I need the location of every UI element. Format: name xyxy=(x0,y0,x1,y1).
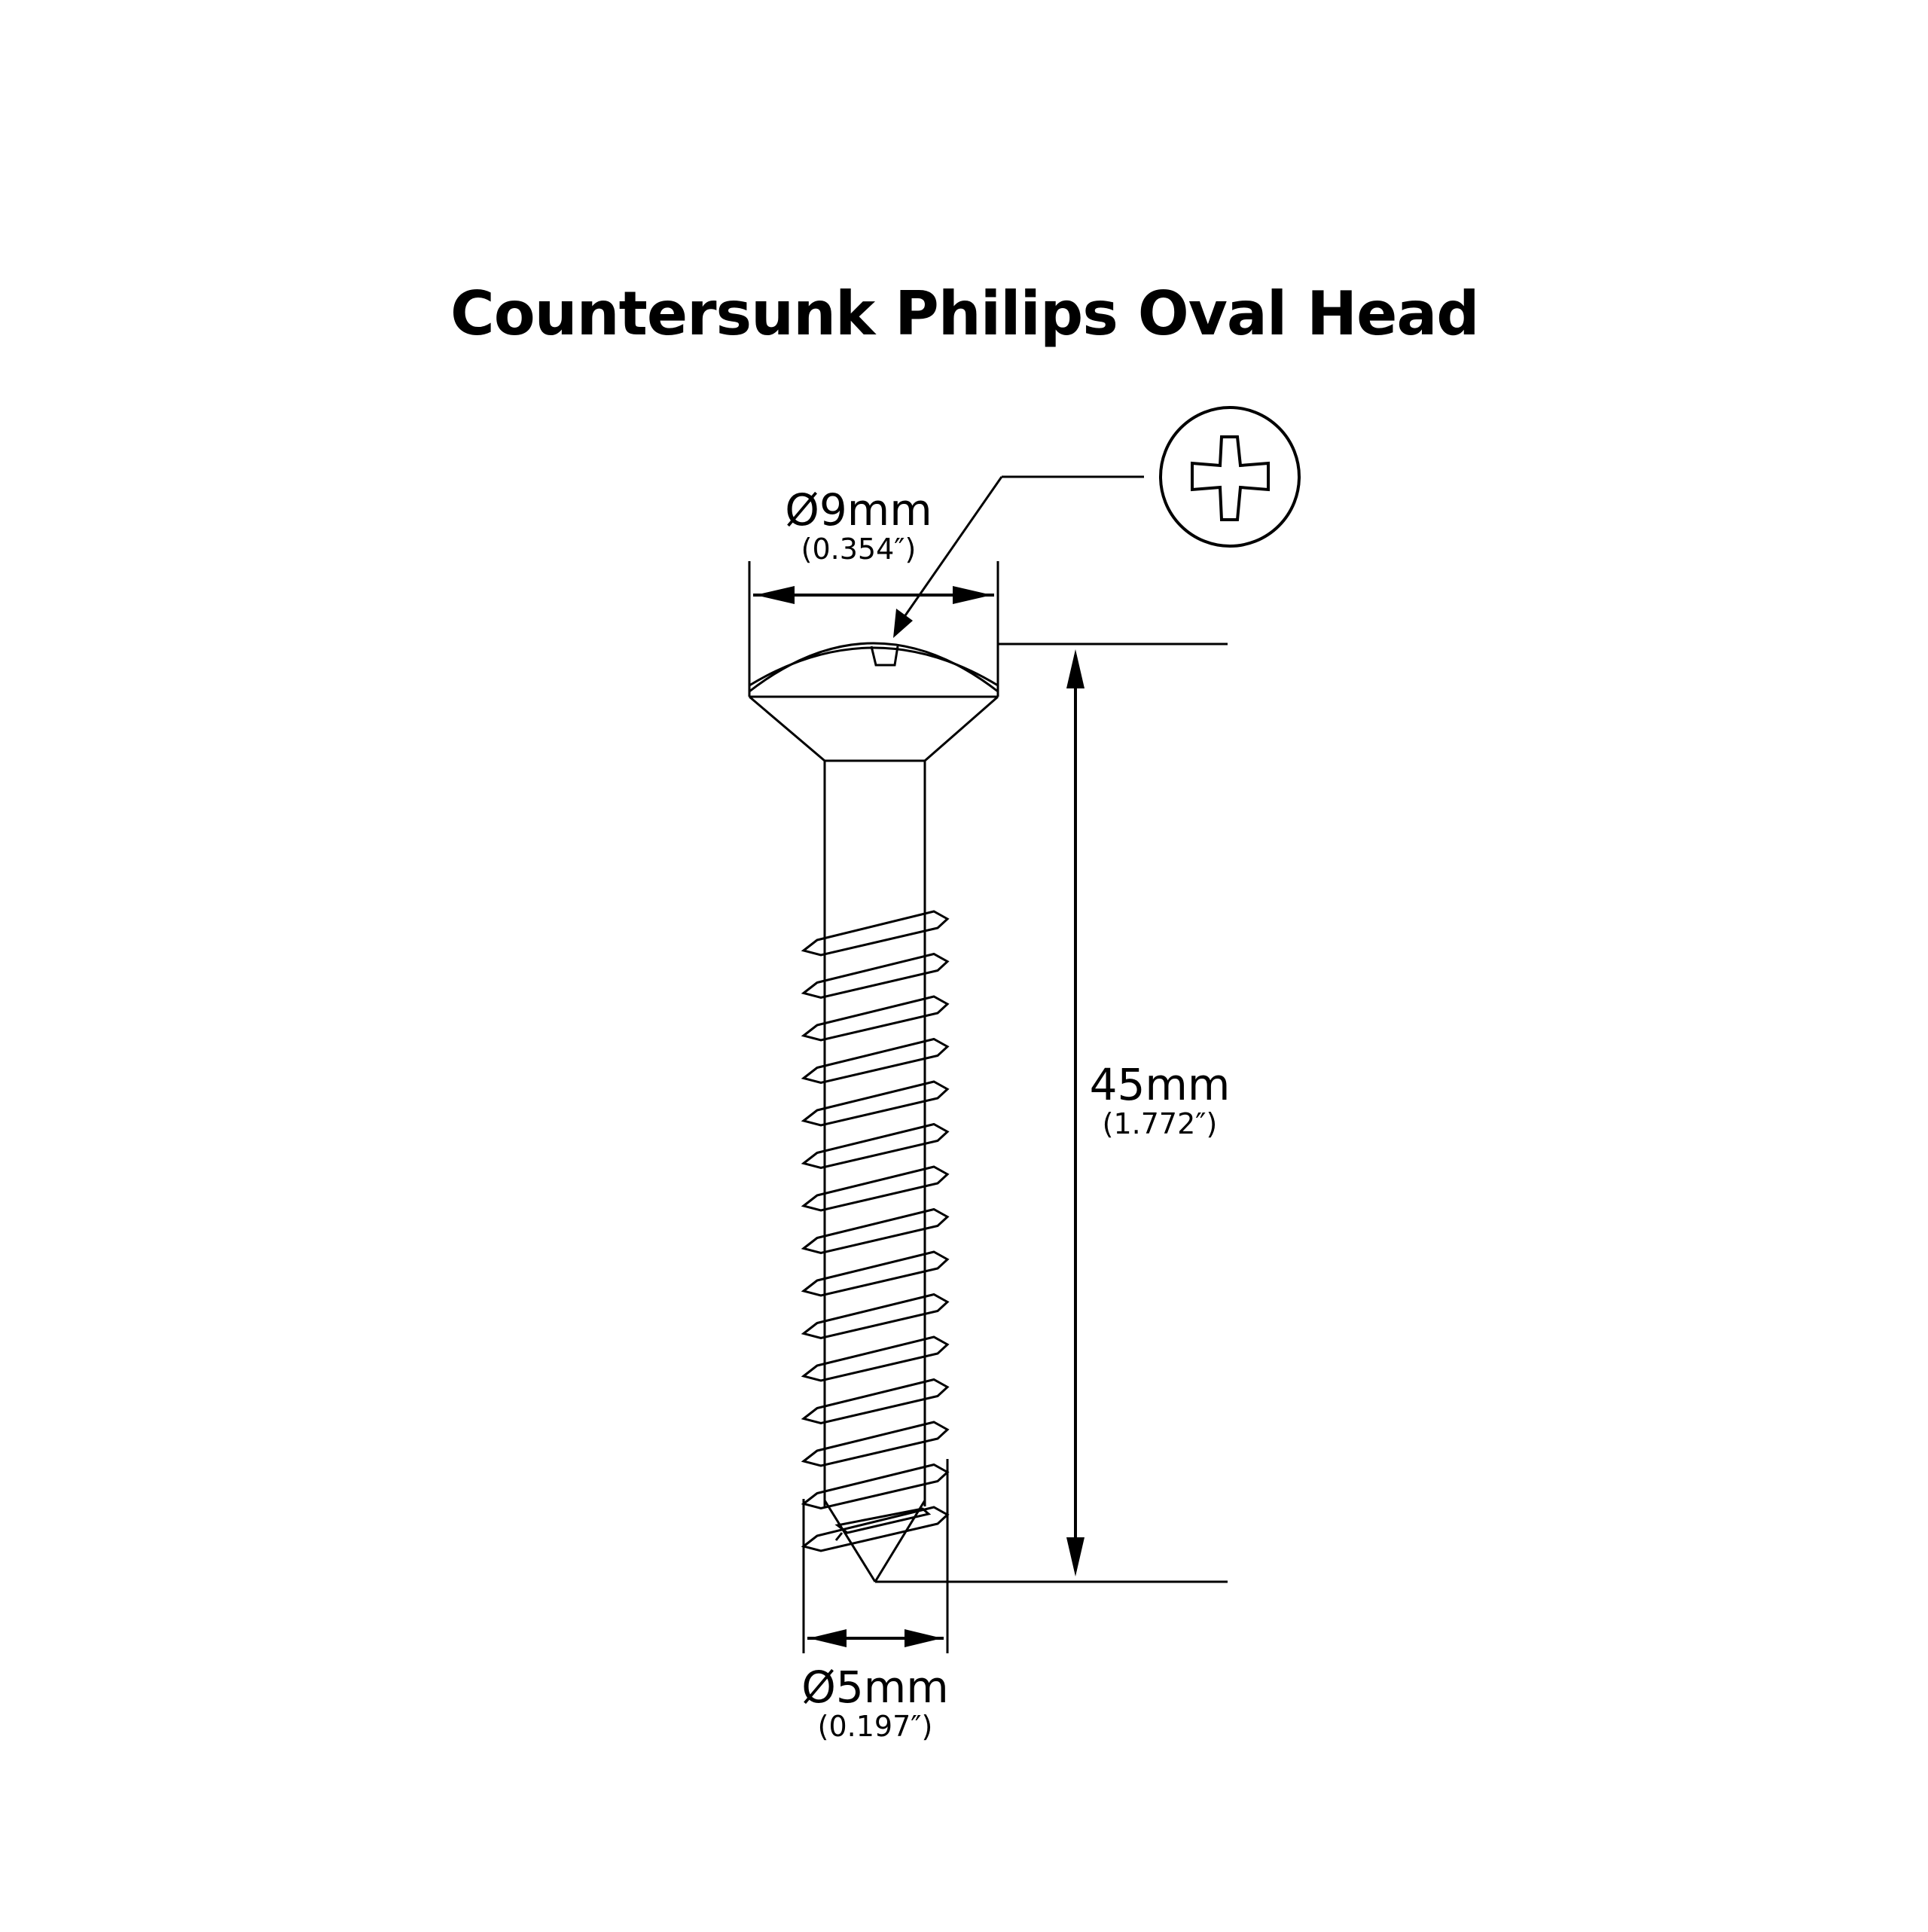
head-diameter-inch-label: (0.354″) xyxy=(801,533,917,566)
head-diameter-label: Ø9mm xyxy=(785,484,932,536)
thread-diameter-label: Ø5mm xyxy=(801,1662,949,1713)
head-diameter-dimension xyxy=(748,561,999,691)
page-title: Countersunk Philips Oval Head xyxy=(450,279,1480,349)
phillips-cross-icon xyxy=(1159,406,1301,548)
length-inch-label: (1.772″) xyxy=(1103,1107,1218,1140)
length-dimension xyxy=(998,642,1228,1576)
thread-diameter-inch-label: (0.197″) xyxy=(818,1710,933,1743)
thread-diameter-dimension xyxy=(802,1459,949,1653)
screw-head xyxy=(748,642,999,762)
screw-tip xyxy=(823,1500,1228,1583)
length-label: 45mm xyxy=(1090,1059,1231,1110)
screw-threads xyxy=(801,910,950,1552)
